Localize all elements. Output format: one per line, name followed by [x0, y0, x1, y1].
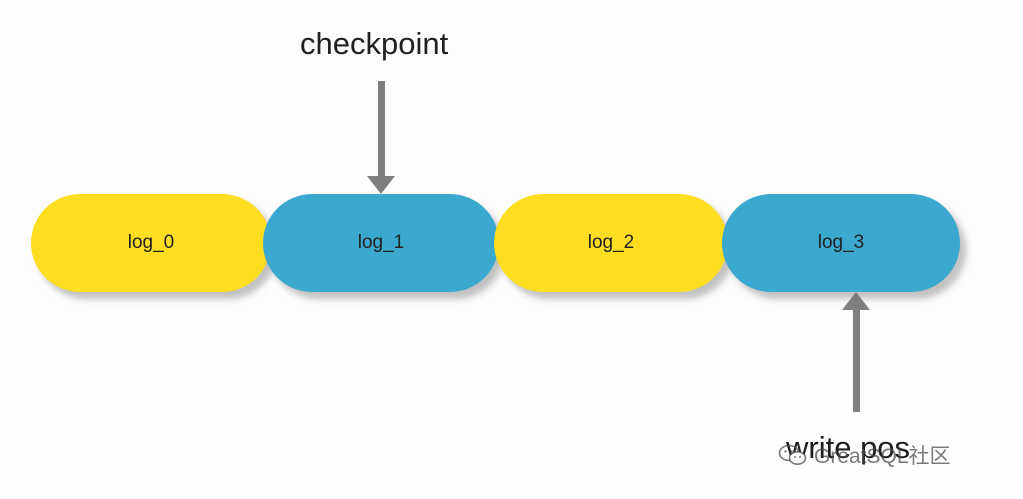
write-pos-arrow-head — [842, 292, 870, 310]
watermark: GreatSQL社区 — [778, 440, 951, 470]
log-block-label: log_2 — [587, 232, 635, 253]
log-block-3: log_3 — [722, 194, 960, 292]
log-block-1: log_1 — [263, 194, 499, 292]
log-block-label: log_3 — [817, 232, 865, 253]
write-pos-arrow-shaft — [853, 310, 860, 412]
log-block-label: log_0 — [127, 232, 175, 253]
checkpoint-label: checkpoint — [300, 26, 449, 61]
log-block-label: log_1 — [357, 232, 405, 253]
log-block-2: log_2 — [494, 194, 728, 292]
write-pos-label: write pos — [786, 430, 911, 465]
checkpoint-arrow-head — [367, 176, 395, 194]
wechat-icon — [778, 443, 808, 467]
log-block-0: log_0 — [31, 194, 271, 292]
checkpoint-arrow-shaft — [378, 81, 385, 177]
watermark-text: GreatSQL社区 — [814, 445, 951, 468]
